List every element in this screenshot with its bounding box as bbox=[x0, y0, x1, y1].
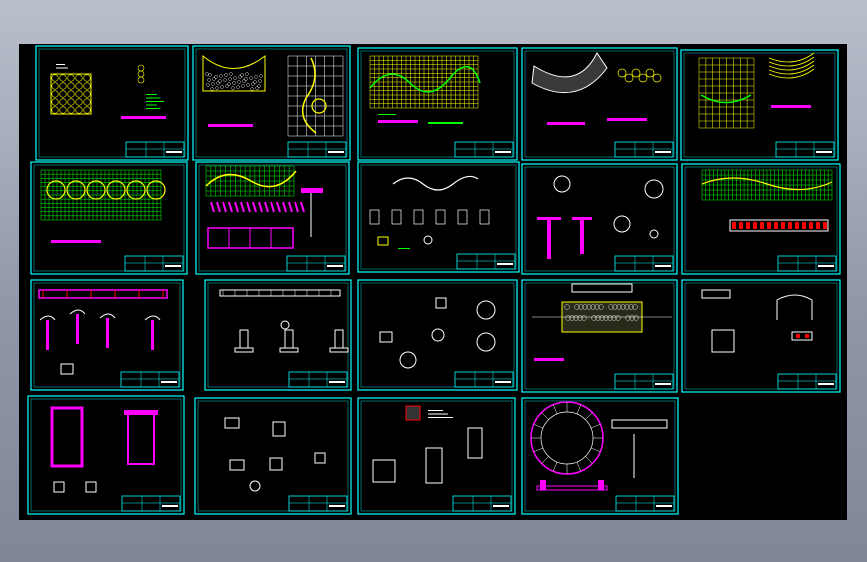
drawing-sheet-7[interactable] bbox=[195, 161, 350, 275]
drawing-sheet-14[interactable] bbox=[521, 279, 678, 393]
drawing-sheet-4[interactable] bbox=[521, 47, 678, 161]
drawing-sheet-11[interactable] bbox=[30, 279, 184, 391]
drawing-sheet-8[interactable] bbox=[357, 161, 520, 273]
drawing-sheet-9[interactable] bbox=[521, 163, 678, 275]
drawing-sheet-13[interactable] bbox=[357, 279, 518, 391]
drawing-sheet-3[interactable] bbox=[357, 47, 518, 161]
cad-model-space[interactable] bbox=[19, 44, 847, 520]
drawing-sheet-15[interactable] bbox=[681, 279, 841, 393]
drawing-sheet-5[interactable] bbox=[680, 49, 839, 161]
drawing-sheet-17[interactable] bbox=[194, 397, 352, 515]
drawing-sheet-2[interactable] bbox=[192, 45, 351, 161]
drawing-sheet-12[interactable] bbox=[204, 279, 352, 391]
drawing-sheet-10[interactable] bbox=[681, 163, 841, 275]
drawing-sheet-19[interactable] bbox=[521, 397, 679, 515]
drawing-sheet-18[interactable] bbox=[357, 397, 516, 515]
drawing-sheet-1[interactable] bbox=[35, 45, 189, 161]
drawing-sheets-layout bbox=[27, 45, 841, 515]
drawing-sheet-6[interactable] bbox=[30, 161, 188, 275]
drawing-sheet-16[interactable] bbox=[27, 395, 185, 515]
